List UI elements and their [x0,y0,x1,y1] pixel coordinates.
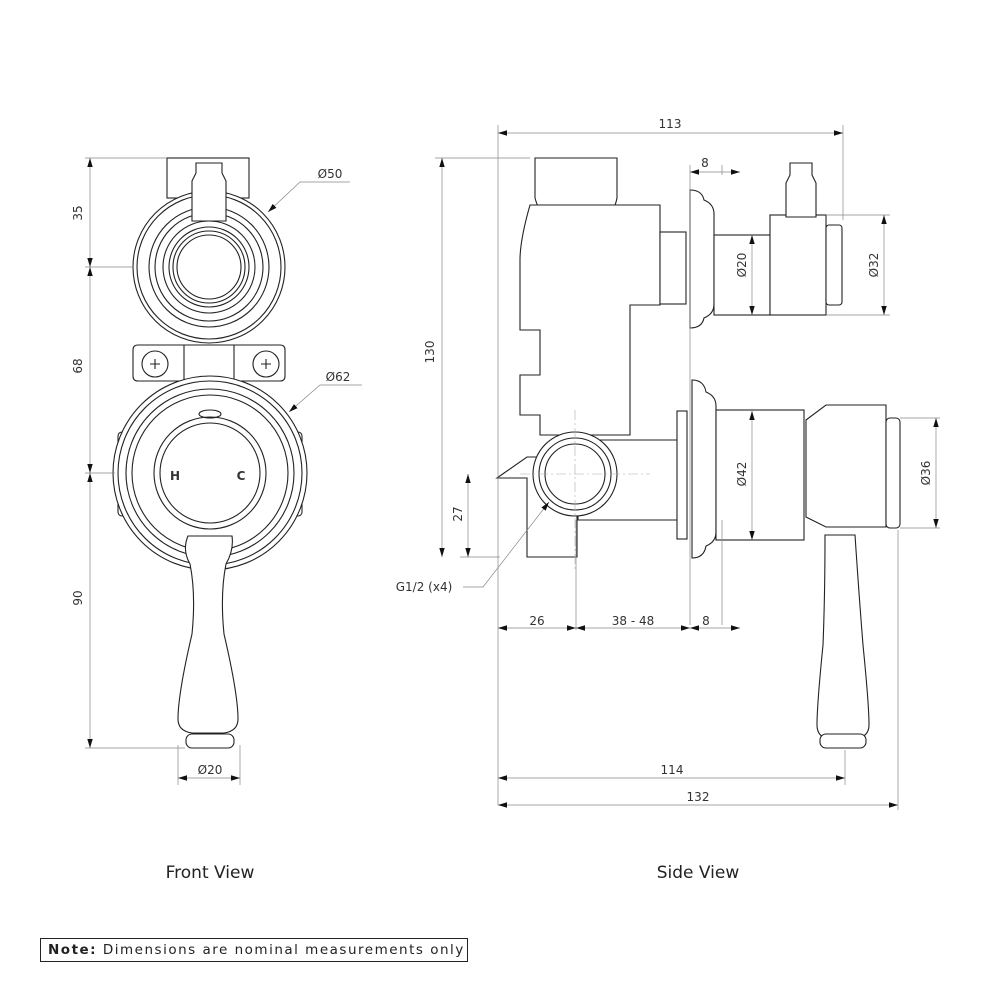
lower-housing [805,404,887,528]
dim-dia-32: Ø32 [867,253,881,278]
hot-indicator: H [170,469,180,483]
upper-cap [825,224,843,306]
side-view-drawing: 113 130 8 Ø20 Ø32 Ø42 Ø36 27 G1/2 (x4) 2… [396,117,940,810]
lower-flange-side [691,379,717,559]
handle-tip-side [819,733,867,749]
note-box: Note: Dimensions are nominal measurement… [40,938,468,962]
diverter-lever-side [785,162,817,218]
dim-dia-62: Ø62 [326,370,351,384]
diverter-lever [191,162,227,222]
upper-flange [132,190,286,344]
screw-icon [252,350,280,378]
dim-130: 130 [423,341,437,364]
side-view-caption: Side View [656,863,740,883]
thread-label: G1/2 (x4) [396,580,453,594]
lower-plate [676,410,688,540]
front-dimensions [85,157,362,785]
dim-27: 27 [451,506,465,521]
side-dimensions [435,125,940,810]
dim-132: 132 [687,790,710,804]
dim-8-bottom: 8 [702,614,710,628]
dim-dia-20-side: Ø20 [735,253,749,278]
note-label: Note: [48,942,98,958]
dim-dia-42: Ø42 [735,462,749,487]
dim-38-48: 38 - 48 [612,614,655,628]
mounting-bracket [132,344,286,382]
front-view-drawing: H C 35 68 90 Ø20 Ø50 Ø62 [71,157,362,785]
dim-8-top: 8 [701,156,709,170]
handle-tip [185,733,235,749]
upper-nut [659,231,687,305]
dim-68: 68 [71,358,85,373]
screw-icon [141,350,169,378]
dim-35: 35 [71,205,85,220]
handle-lever-side [816,534,870,740]
note-text: Dimensions are nominal measurements only [102,942,465,958]
dim-dia-50: Ø50 [318,167,343,181]
upper-housing [769,214,827,316]
handle-lever [177,535,239,734]
front-view-caption: Front View [165,863,255,883]
valve-body [519,204,661,436]
lower-cap [885,417,901,529]
dim-dia-20-front: Ø20 [198,763,223,777]
upper-flange-side [689,189,715,329]
dim-90: 90 [71,590,85,605]
dim-26: 26 [529,614,544,628]
lower-spindle [715,409,805,541]
dim-dia-36: Ø36 [919,461,933,486]
dim-113: 113 [659,117,682,131]
dim-114: 114 [661,763,684,777]
cold-indicator: C [237,469,246,483]
